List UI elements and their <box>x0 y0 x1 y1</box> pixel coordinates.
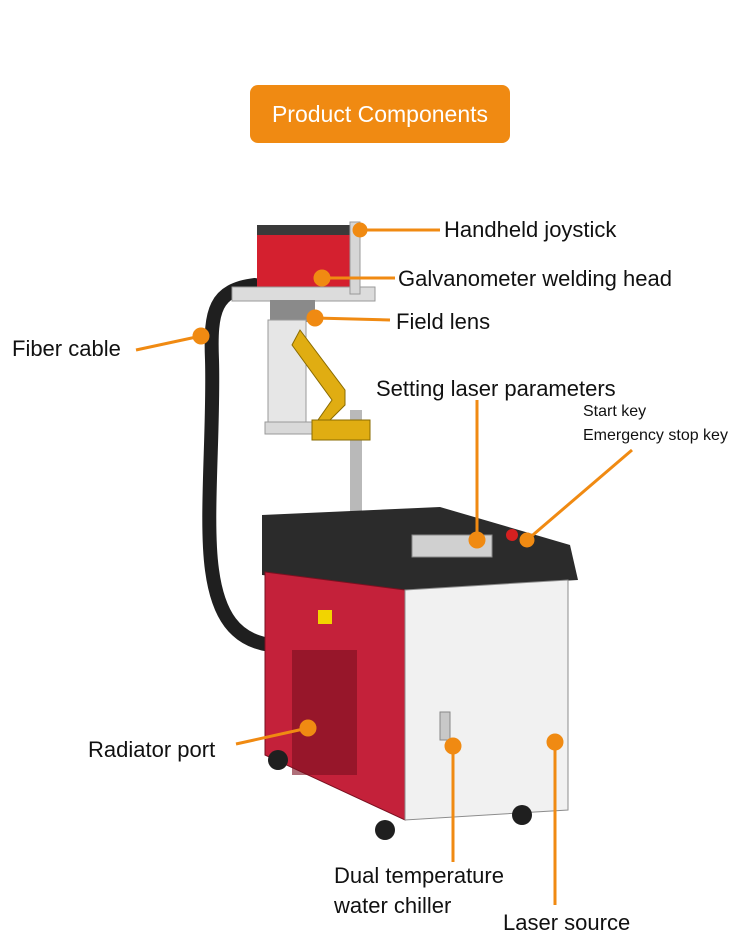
leader-fiber-cable <box>135 334 202 352</box>
joystick-shape <box>349 221 361 295</box>
dot-laser-source <box>546 733 564 751</box>
label-emergency-stop-key: Emergency stop key <box>583 427 728 444</box>
wheel <box>375 820 395 840</box>
dot-galvanometer <box>313 269 331 287</box>
leader-field-lens <box>314 316 391 322</box>
label-field-lens: Field lens <box>396 309 491 334</box>
white-cabinet <box>404 579 569 821</box>
leader-radiator <box>235 726 309 746</box>
radiator-grille <box>292 650 357 775</box>
dot-radiator <box>299 719 317 737</box>
galvanometer-head-shape <box>257 225 352 293</box>
label-laser-source: Laser source <box>503 910 631 935</box>
label-setting-parameters: Setting laser parameters <box>376 376 616 401</box>
wheel <box>268 750 288 770</box>
dot-fiber-cable <box>192 327 210 345</box>
label-handheld-joystick: Handheld joystick <box>444 217 617 242</box>
label-radiator-port: Radiator port <box>88 737 216 762</box>
title-badge: Product Components <box>250 85 510 143</box>
label-chiller-line2: water chiller <box>334 893 452 918</box>
label-fiber-cable: Fiber cable <box>12 336 121 361</box>
emergency-stop-button <box>506 529 518 541</box>
leader-start-emergency <box>526 448 633 542</box>
label-chiller-line1: Dual temperature <box>334 863 504 888</box>
dot-field-lens <box>306 309 324 327</box>
dot-setting <box>468 531 486 549</box>
label-start-key: Start key <box>583 403 647 420</box>
page-title: Product Components <box>271 100 489 127</box>
field-lens-shape <box>270 300 315 322</box>
wheel <box>512 805 532 825</box>
dot-joystick <box>352 222 368 238</box>
fiber-cable-shape <box>202 278 277 652</box>
label-galvanometer-head: Galvanometer welding head <box>398 266 672 291</box>
dot-start-emergency <box>519 532 535 548</box>
dot-chiller <box>444 737 462 755</box>
